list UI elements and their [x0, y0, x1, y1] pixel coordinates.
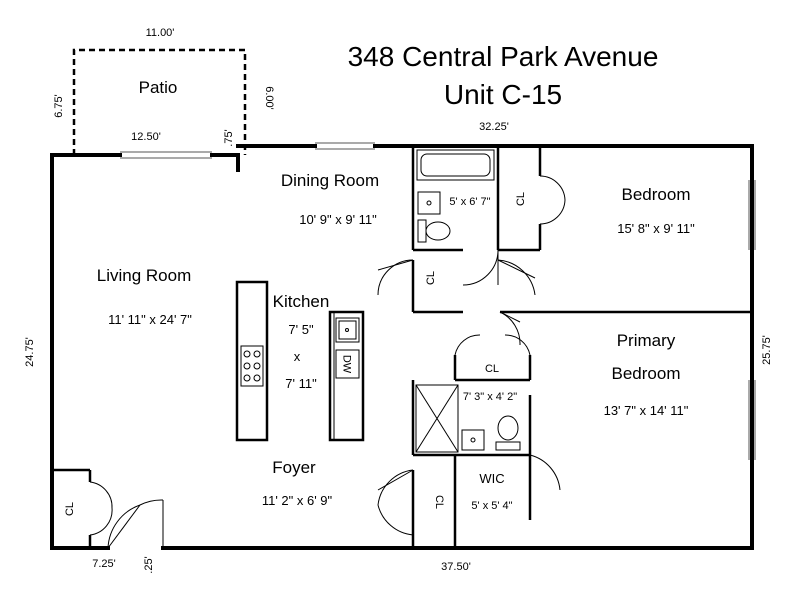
bedroom-closet-label: CL: [515, 192, 527, 206]
dimension-patio-right: 6.00': [263, 86, 275, 110]
dining-room-size: 10' 9" x 9' 11": [299, 212, 377, 227]
windows: [120, 142, 756, 460]
kitchen-size-depth: 7' 11": [285, 376, 317, 391]
shower-icon: [415, 384, 459, 453]
primary-bedroom-size: 13' 7" x 14' 11": [604, 403, 689, 418]
living-room-label: Living Room: [97, 266, 192, 285]
toilet-icon: [417, 219, 451, 243]
hall-closet-label: CL: [425, 271, 437, 285]
dimension-bottom-left: 7.25': [92, 558, 116, 570]
kitchen-counters: [235, 280, 365, 442]
dimension-entry-notch: .25': [143, 556, 155, 573]
door-swings: [89, 175, 566, 549]
exterior-walls: [50, 144, 754, 550]
dishwasher-icon: DW: [335, 349, 360, 379]
primary-closet-label: CL: [485, 363, 499, 375]
interior-walls: [52, 146, 752, 548]
kitchen-sink-icon: [335, 317, 360, 343]
primary-bedroom-label-line2: Bedroom: [612, 364, 681, 383]
patio-outline: [72, 48, 247, 155]
patio-label: Patio: [139, 78, 178, 97]
bathtub-icon: [416, 149, 495, 181]
bath-2-size: 7' 3" x 4' 2": [463, 391, 517, 403]
primary-bedroom-label-line1: Primary: [617, 331, 676, 350]
foyer-size: 11' 2" x 6' 9": [262, 493, 333, 508]
dishwasher-label: DW: [341, 355, 353, 374]
bath-1-size: 5' x 6' 7": [449, 196, 490, 208]
dimension-patio-left: 6.75': [53, 94, 65, 118]
toilet-icon: [495, 415, 521, 451]
dimension-left: 24.75': [24, 337, 36, 367]
plan-title-unit: Unit C-15: [444, 79, 562, 110]
dimension-patio-top: 11.00': [146, 27, 175, 39]
dimension-right: 25.75': [761, 335, 773, 365]
dimension-bottom: 37.50': [441, 561, 471, 573]
dimension-top-right: 32.25': [479, 121, 509, 133]
plan-title-address: 348 Central Park Avenue: [348, 41, 659, 72]
dimension-patio-notch: .75': [223, 129, 235, 146]
foyer-label: Foyer: [272, 458, 316, 477]
kitchen-size-x: x: [294, 349, 301, 364]
bathroom-sink-icon: [461, 429, 485, 451]
wic-size: 5' x 5' 4": [471, 500, 512, 512]
kitchen-label: Kitchen: [273, 292, 330, 311]
foyer-closet-label: CL: [433, 495, 445, 509]
dining-room-label: Dining Room: [281, 171, 379, 190]
living-room-size: 11' 11" x 24' 7": [108, 312, 192, 327]
wic-label: WIC: [479, 471, 504, 486]
entry-closet-label: CL: [64, 502, 76, 516]
dimension-patio-bottom: 12.50': [131, 131, 161, 143]
bathroom-sink-icon: [417, 191, 441, 215]
bedroom-label: Bedroom: [622, 185, 691, 204]
bedroom-size: 15' 8" x 9' 11": [617, 221, 695, 236]
kitchen-size-width: 7' 5": [288, 322, 314, 337]
stove-icon: [240, 345, 264, 387]
